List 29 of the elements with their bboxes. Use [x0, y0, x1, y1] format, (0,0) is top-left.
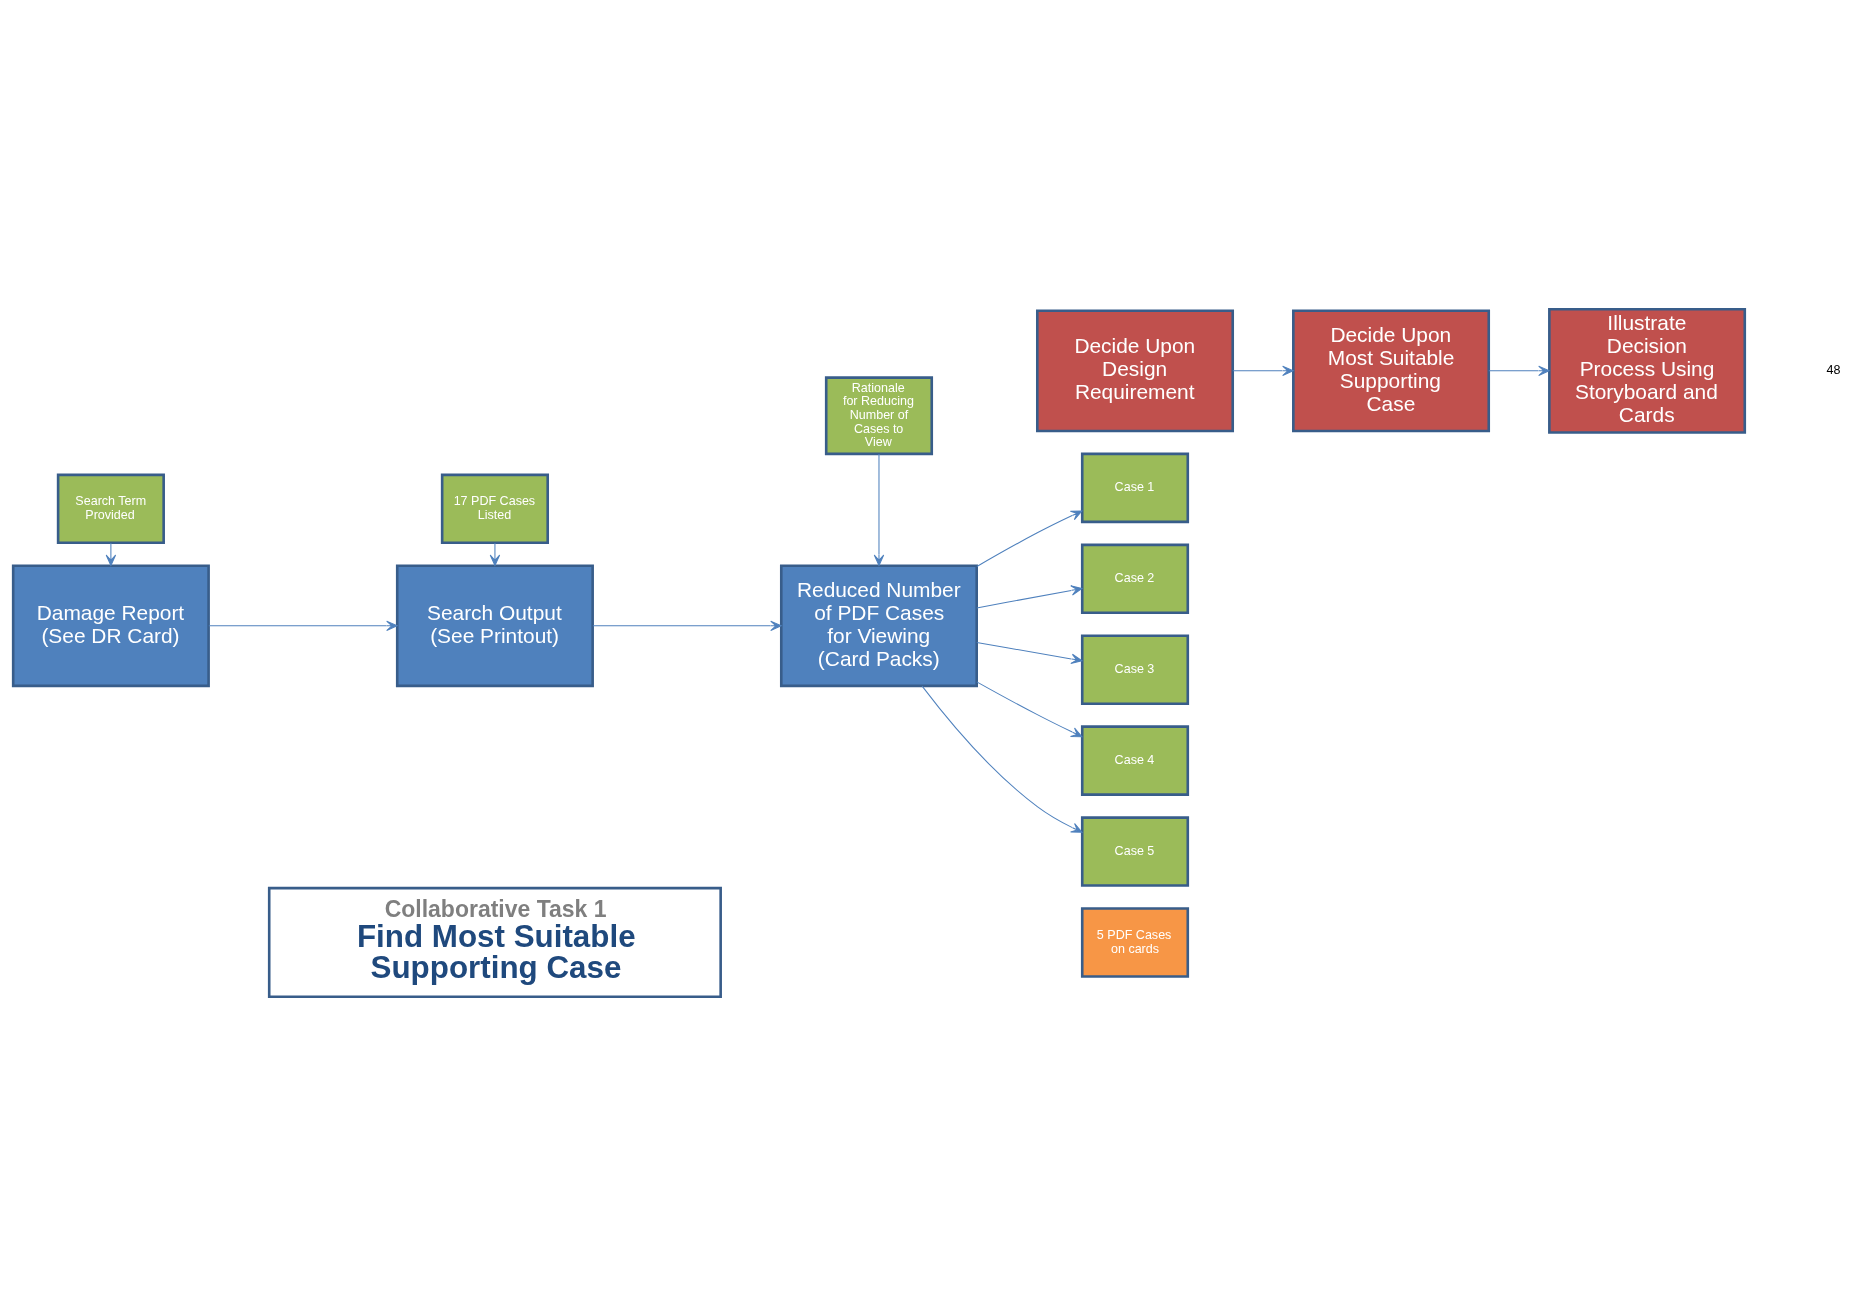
arrow [207, 620, 398, 632]
node-box: 17 PDF Cases Listed [440, 473, 549, 545]
node-box: Case 1 [1080, 452, 1189, 524]
arrow [1231, 365, 1294, 377]
node-box: Damage Report (See DR Card) [11, 564, 210, 688]
arrow [975, 642, 1082, 665]
node-box: Case 5 [1080, 816, 1189, 887]
node-box: Decide Upon Most Suitable Supporting Case [1291, 309, 1490, 433]
node-box: Illustrate Decision Process Using Storyboard and Cards [1547, 307, 1746, 434]
node-box: Case 2 [1080, 543, 1189, 615]
node-box: Rationale for Reducing Number of Cases to View [824, 376, 933, 456]
arrow [105, 542, 116, 566]
arrow [489, 542, 500, 566]
node-box: Decide Upon Design Requirement [1035, 309, 1234, 433]
node-box: Case 4 [1080, 725, 1189, 796]
arrow [873, 453, 884, 567]
label: 48 [1826, 363, 1841, 378]
node-box: Collaborative Task 1 Find Most Suitable Supporting Case [267, 886, 722, 999]
node-box: Case 3 [1080, 634, 1189, 705]
arrow [921, 685, 1083, 833]
arrow [975, 510, 1082, 568]
arrow [975, 681, 1082, 738]
node-box: Reduced Number of PDF Cases for Viewing (Card Packs) [779, 564, 978, 688]
arrow [1487, 365, 1550, 377]
node-box: Search Output (See Printout) [395, 564, 594, 688]
node-box: Search Term Provided [56, 473, 165, 545]
arrow [975, 585, 1082, 609]
arrow [591, 620, 782, 632]
node-box: 5 PDF Cases on cards [1080, 907, 1189, 978]
